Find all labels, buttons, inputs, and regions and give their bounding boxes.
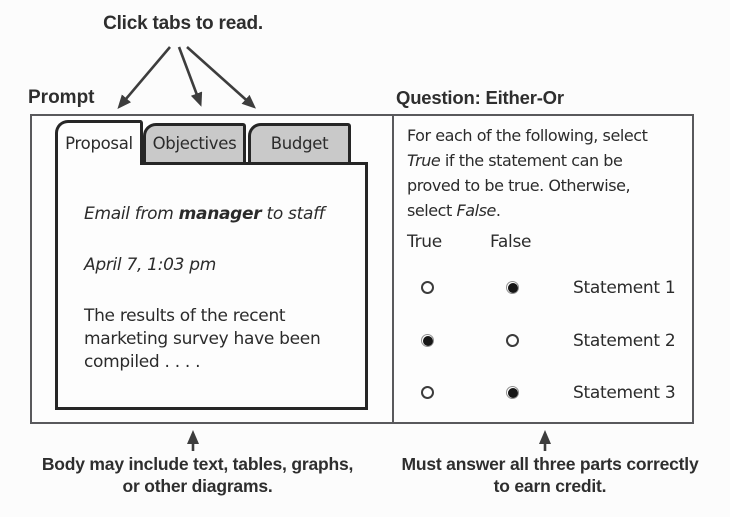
radio-true-statement-2[interactable] [421, 334, 434, 347]
statement-3-label: Statement 3 [573, 383, 676, 403]
tab-proposal[interactable]: Proposal [55, 120, 143, 165]
statement-row-3: Statement 3 [394, 383, 692, 403]
body-note-annotation: Body may include text, tables, graphs,or… [41, 454, 354, 496]
false-column-header: False [490, 232, 532, 252]
statement-1-label: Statement 1 [573, 278, 676, 298]
prompt-panel-label: Prompt [28, 87, 95, 108]
radio-false-statement-2[interactable] [506, 334, 519, 347]
radio-true-statement-1[interactable] [421, 281, 434, 294]
statement-row-1: Statement 1 [394, 278, 692, 298]
statement-2-label: Statement 2 [573, 331, 676, 351]
email-date-line: April 7, 1:03 pm [84, 255, 217, 275]
radio-true-statement-3[interactable] [421, 386, 434, 399]
prompt-pane: Proposal Objectives Budget Email from ma… [32, 116, 394, 422]
tab-objectives[interactable]: Objectives [143, 123, 246, 165]
click-tabs-annotation: Click tabs to read. [103, 13, 263, 34]
stimulus-and-question-box: Proposal Objectives Budget Email from ma… [30, 114, 694, 424]
annotation-arrow-budget [186, 46, 256, 109]
true-column-header: True [407, 232, 442, 252]
question-panel-label: Question: Either-Or [396, 87, 564, 108]
tab-proposal-label: Proposal [65, 133, 133, 153]
statement-row-2: Statement 2 [394, 331, 692, 351]
annotation-arrow-objectives [177, 46, 203, 107]
email-from-line: Email from manager to staff [84, 204, 325, 224]
radio-false-statement-1[interactable] [506, 281, 519, 294]
prompt-content-box: Email from manager to staff April 7, 1:0… [55, 162, 368, 410]
tab-budget[interactable]: Budget [248, 123, 351, 165]
tab-budget-label: Budget [270, 133, 329, 153]
tab-objectives-label: Objectives [152, 133, 237, 153]
radio-false-statement-3[interactable] [506, 386, 519, 399]
annotation-arrow-proposal [117, 46, 171, 110]
